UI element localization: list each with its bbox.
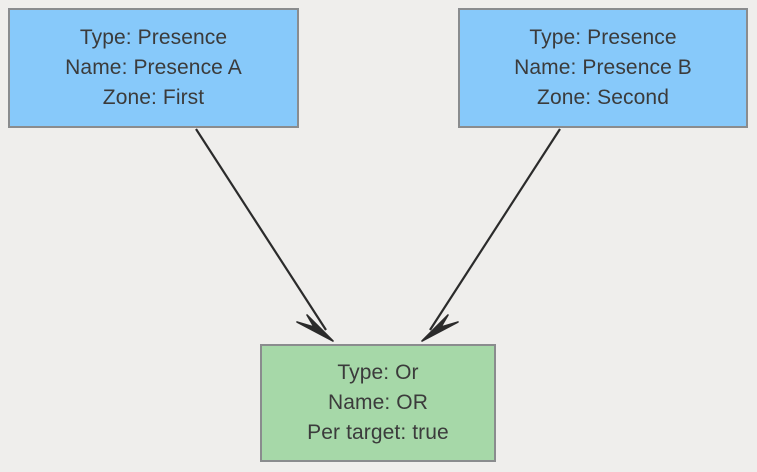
node-presence-b[interactable]: Type: Presence Name: Presence B Zone: Se… (458, 8, 748, 128)
edge-line-a (195, 128, 327, 331)
edge-presence-b-to-or[interactable] (421, 128, 561, 342)
edge-line-b (429, 128, 561, 331)
node-or-line-name: Name: OR (328, 391, 428, 414)
arrowhead-a (296, 314, 334, 342)
node-presence-b-line-type: Type: Presence (529, 26, 677, 49)
arrowhead-b (421, 314, 459, 342)
node-or-line-per-target: Per target: true (307, 421, 449, 444)
node-presence-a-line-zone: Zone: First (102, 86, 205, 109)
node-presence-a[interactable]: Type: Presence Name: Presence A Zone: Fi… (8, 8, 299, 128)
node-presence-a-line-type: Type: Presence (79, 26, 228, 49)
node-presence-a-line-name: Name: Presence A (65, 56, 242, 79)
edge-presence-a-to-or[interactable] (195, 128, 334, 342)
node-or-line-type: Type: Or (337, 361, 419, 384)
node-or[interactable]: Type: Or Name: OR Per target: true (260, 344, 496, 462)
node-presence-b-line-name: Name: Presence B (514, 56, 692, 79)
node-presence-b-line-zone: Zone: Second (537, 86, 669, 109)
